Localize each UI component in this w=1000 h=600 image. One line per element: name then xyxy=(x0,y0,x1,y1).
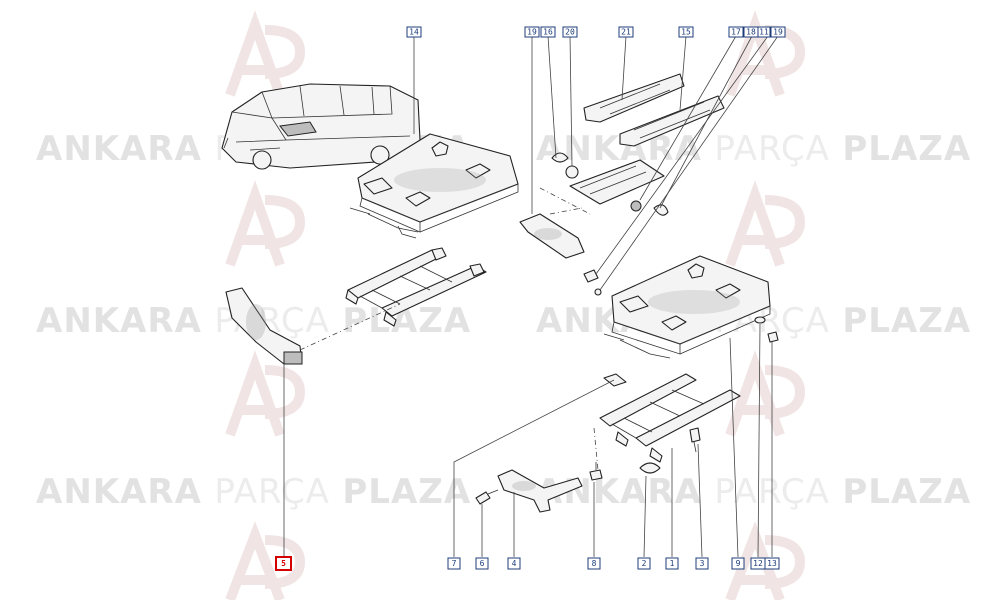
svg-text:9: 9 xyxy=(736,559,741,568)
callout-13: 13 xyxy=(764,557,780,570)
svg-text:19: 19 xyxy=(773,28,783,37)
callout-5: 5 xyxy=(275,556,292,571)
svg-text:3: 3 xyxy=(700,559,705,568)
leader-lines xyxy=(283,35,779,558)
watermark-logo xyxy=(225,180,306,267)
svg-text:17: 17 xyxy=(731,28,741,37)
upper-slide-rails xyxy=(345,247,487,327)
svg-text:18: 18 xyxy=(746,28,756,37)
watermark-text: ANKARA PARÇA PLAZA xyxy=(36,472,471,512)
callout-7: 7 xyxy=(447,557,461,570)
svg-text:19: 19 xyxy=(527,28,537,37)
callout-21: 21 xyxy=(618,26,634,38)
callout-12: 12 xyxy=(750,557,766,570)
svg-text:15: 15 xyxy=(681,28,691,37)
side-bracket xyxy=(225,287,303,365)
lower-seat-base xyxy=(603,255,771,359)
svg-text:1: 1 xyxy=(670,559,675,568)
svg-text:2: 2 xyxy=(642,559,647,568)
callout-11: 11 xyxy=(757,26,771,38)
callout-9: 9 xyxy=(731,557,745,570)
callout-4: 4 xyxy=(507,557,521,570)
svg-text:7: 7 xyxy=(452,559,457,568)
lower-bracket xyxy=(497,469,583,513)
svg-text:20: 20 xyxy=(565,28,575,37)
watermark: ANKARA PARÇA PLAZA ANKARA PARÇA PLAZA AN… xyxy=(36,10,971,600)
watermark-logo xyxy=(225,10,306,97)
callout-15: 15 xyxy=(678,26,694,38)
callout-2: 2 xyxy=(637,557,651,570)
callout-17: 17 xyxy=(728,26,744,38)
svg-text:11: 11 xyxy=(759,28,769,37)
watermark-logo xyxy=(725,350,806,437)
callout-19: 19 xyxy=(524,26,540,38)
callout-labels: 14 19 16 20 21 15 17 18 11 19 5 7 6 4 8 … xyxy=(275,26,786,571)
svg-text:16: 16 xyxy=(543,28,553,37)
lever-mechanism xyxy=(551,152,669,216)
callout-6: 6 xyxy=(475,557,489,570)
watermark-logo xyxy=(225,521,306,600)
upper-seat-base xyxy=(349,133,519,239)
bolt-assembly xyxy=(583,269,602,296)
callout-3: 3 xyxy=(695,557,709,570)
callout-1: 1 xyxy=(665,557,679,570)
svg-text:14: 14 xyxy=(409,28,419,37)
watermark-logo xyxy=(725,521,806,600)
callout-20: 20 xyxy=(562,26,578,38)
watermark-logo xyxy=(225,350,306,437)
watermark-logo xyxy=(725,180,806,267)
lower-slide-rails xyxy=(599,373,741,463)
release-handle xyxy=(519,213,585,259)
callout-16: 16 xyxy=(540,26,556,38)
svg-text:4: 4 xyxy=(512,559,517,568)
adjuster-arms xyxy=(583,73,725,147)
svg-text:5: 5 xyxy=(281,559,286,568)
fasteners-right xyxy=(754,316,779,343)
watermark-text: ANKARA PARÇA PLAZA xyxy=(536,129,971,169)
callout-14: 14 xyxy=(406,26,422,38)
callout-8: 8 xyxy=(587,557,601,570)
callout-18: 18 xyxy=(743,26,759,38)
van-illustration xyxy=(221,83,421,170)
svg-text:12: 12 xyxy=(753,559,763,568)
svg-text:13: 13 xyxy=(767,559,777,568)
callout-19-right: 19 xyxy=(770,26,786,38)
svg-text:6: 6 xyxy=(480,559,485,568)
svg-text:21: 21 xyxy=(621,28,631,37)
fasteners-lower xyxy=(475,427,701,505)
svg-text:8: 8 xyxy=(592,559,597,568)
